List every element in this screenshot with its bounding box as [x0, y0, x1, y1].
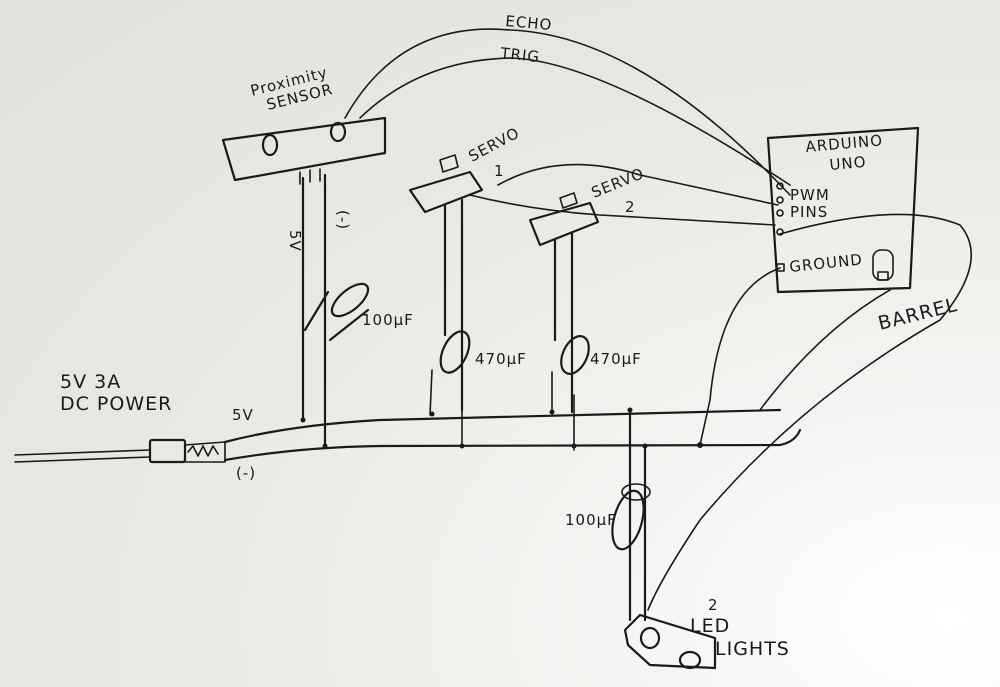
- power-label: 5V 3A: [60, 371, 121, 393]
- sensor-v-label: 5V: [286, 230, 304, 252]
- cap-servo2-label: 470µF: [590, 350, 642, 368]
- uno-label: UNO: [829, 153, 867, 174]
- ground-label: GROUND: [789, 250, 864, 276]
- servo1-number: 1: [494, 162, 505, 180]
- lights-label: LIGHTS: [715, 638, 790, 660]
- pins-label: PINS: [790, 203, 828, 221]
- positive-rail: [223, 408, 782, 444]
- junctions: [300, 407, 703, 449]
- cap-servo1-label: 470µF: [475, 350, 527, 368]
- dc-power-label: DC POWER: [60, 393, 172, 415]
- servo2-number: 2: [625, 198, 636, 216]
- cap-led-label: 100µF: [565, 511, 617, 529]
- minus-label: (-): [236, 464, 256, 482]
- servo-1: [408, 154, 776, 446]
- servo-2: [497, 163, 779, 451]
- power-cable: [14, 438, 226, 464]
- sensor-signal-wires: [344, 28, 791, 196]
- negative-rail: [223, 428, 802, 462]
- led-count-label: 2: [708, 596, 719, 614]
- cap-sensor-label: 100µF: [362, 311, 414, 329]
- led-lights: [623, 613, 717, 670]
- led-branch: [611, 408, 651, 622]
- plus-label: 5V: [232, 406, 254, 424]
- proximity-sensor: [221, 116, 387, 449]
- trig-label: TRIG: [499, 44, 541, 66]
- ground-and-barrel-wires: [647, 213, 973, 611]
- arduino-uno-board: [766, 126, 920, 294]
- sensor-g-label: (-): [334, 210, 352, 230]
- pwm-label: PWM: [790, 186, 830, 204]
- servo1-label: SERVO: [465, 124, 522, 166]
- echo-label: ECHO: [505, 12, 553, 34]
- barrel-label: BARREL: [876, 294, 960, 335]
- led-label: LED: [690, 615, 730, 637]
